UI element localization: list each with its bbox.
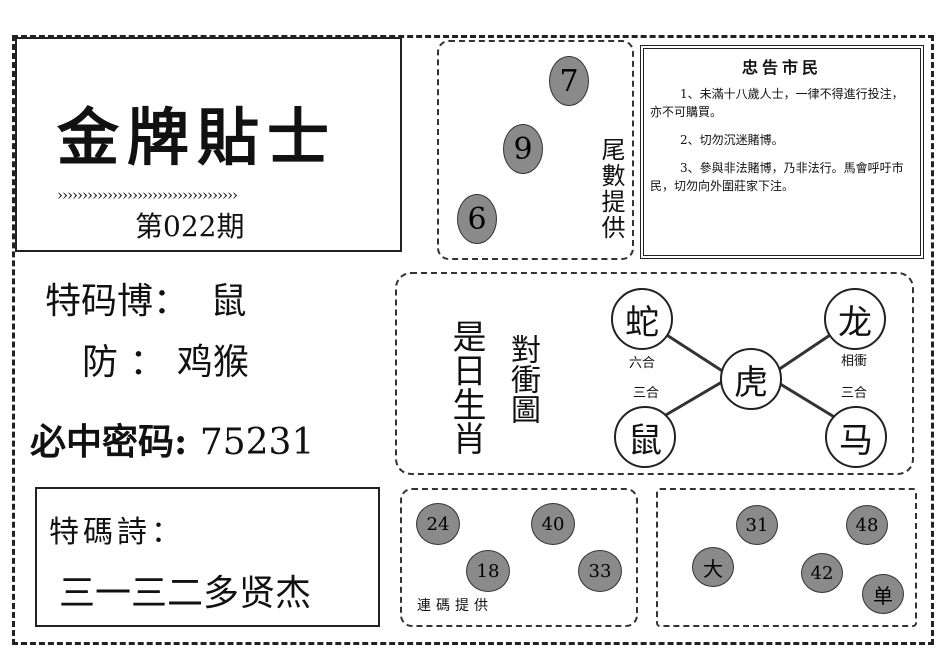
zodiac-snake: 蛇 (611, 288, 673, 350)
title-box: 金牌貼士 ›››››››››››››››››››››››››››››››››››… (15, 37, 402, 252)
tail-number: 9 (503, 124, 543, 174)
zodiac-caption: 是日生肖 (446, 319, 486, 455)
combo-number: 40 (531, 503, 575, 545)
special-pick: 特码博： 鼠 (45, 272, 246, 324)
zodiac-rat: 鼠 (614, 406, 676, 468)
label-sanhe: 三合 (841, 386, 868, 401)
zodiac-dragon: 龙 (824, 288, 886, 350)
tail-box: 7 9 6 尾數提供 (437, 40, 634, 260)
extra-tag-big: 大 (692, 547, 734, 587)
zodiac-tiger: 虎 (720, 348, 782, 410)
zodiac-caption: 對衝圖 (505, 334, 540, 424)
zodiac-box: 是日生肖 對衝圖 蛇 龙 虎 鼠 马 六合 三合 相衝 三合 (395, 272, 914, 475)
code-value: 75231 (199, 422, 315, 463)
guard-pick: 防 ： 鸡猴 (82, 333, 249, 385)
poem-label: 特碼詩： (49, 515, 185, 550)
extra-box: 31 48 大 42 单 (656, 488, 917, 627)
notice-box: 忠告市民 1、未滿十八歲人士，一律不得進行投注，亦不可購買。 2、切勿沉迷賭博。… (640, 45, 924, 259)
poem-text: 三一三二多贤杰 (59, 573, 312, 614)
special-label: 特码博： (45, 281, 190, 322)
secret-code: 必中密码: 75231 (30, 413, 314, 465)
zodiac-horse: 马 (825, 406, 887, 468)
notice-line: 3、參與非法賭博，乃非法行。馬會呼吁市民，切勿向外圍莊家下注。 (650, 161, 904, 193)
label-liuhe: 六合 (629, 356, 656, 371)
notice-line: 1、未滿十八歲人士，一律不得進行投注，亦不可購買。 (650, 87, 904, 119)
combo-number: 24 (416, 503, 460, 545)
combo-number: 33 (578, 550, 622, 592)
combo-box: 24 40 18 33 連碼提供 (400, 488, 638, 627)
issue-number: 第022期 (135, 210, 245, 243)
extra-number: 48 (846, 505, 888, 545)
code-label: 必中密码: (30, 421, 188, 463)
combo-caption: 連碼提供 (417, 598, 493, 614)
combo-number: 18 (466, 550, 510, 592)
tail-number: 6 (457, 194, 497, 244)
special-value: 鼠 (210, 281, 247, 322)
label-xiangchong: 相衝 (841, 354, 868, 369)
tail-number: 7 (549, 56, 589, 106)
flyer-border (12, 35, 934, 645)
guard-label: 防 ： (82, 342, 166, 383)
notice-line: 2、切勿沉迷賭博。 (680, 133, 784, 147)
chevron-row: ›››››››››››››››››››››››››››››››››››› (57, 186, 238, 204)
label-sanhe: 三合 (633, 386, 660, 401)
poem-box: 特碼詩： 三一三二多贤杰 (35, 487, 380, 627)
extra-number: 42 (801, 553, 843, 593)
title: 金牌貼士 (57, 101, 338, 174)
tail-caption: 尾數提供 (597, 137, 625, 241)
extra-tag-odd: 单 (862, 574, 904, 614)
extra-number: 31 (736, 505, 778, 545)
guard-value: 鸡猴 (176, 342, 249, 383)
notice-title: 忠告市民 (741, 58, 822, 77)
